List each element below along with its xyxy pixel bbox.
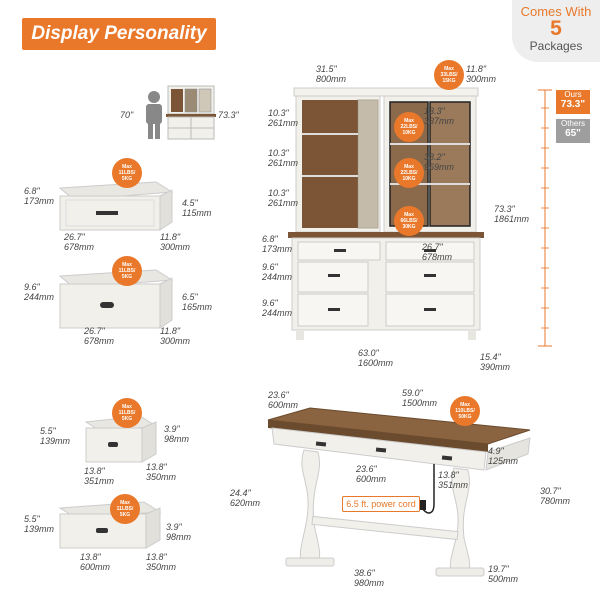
weight-badge-top: Max 33LBS/ 15KG: [434, 60, 464, 90]
height-ours-box: Ours 73.3": [556, 90, 590, 114]
person-icon: [146, 91, 162, 139]
height-others-label: Others: [560, 119, 585, 128]
hutch-right-drawer-width: 26.7"678mm: [422, 242, 453, 262]
height-ours-label: Ours: [564, 90, 582, 99]
table-foot-span: 38.6"980mm: [354, 568, 385, 588]
height-ruler: [538, 89, 552, 347]
weight-badge-shelf: Max 22LBS/ 10KG: [394, 112, 424, 142]
packages-line1: Comes With: [520, 4, 592, 19]
weight-badge-drawer-c: Max 11LBS/ 5KG: [112, 398, 142, 428]
console-table-illustration: [267, 407, 531, 577]
hutch-shelf2: 10.3"261mm: [268, 148, 299, 168]
hutch-total-height: 73.3"1861mm: [494, 204, 530, 224]
hutch-side-depth: 11.8"300mm: [466, 64, 497, 84]
drawer-d-height: 5.5"139mm: [24, 514, 55, 534]
packages-count: 5: [550, 17, 562, 40]
height-others-value: 65": [565, 128, 581, 139]
drawer-a-inner-height: 4.5"115mm: [182, 198, 212, 218]
hutch-shelf1: 10.3"261mm: [268, 108, 299, 128]
drawer-a-depth: 11.8"300mm: [160, 232, 191, 252]
hutch-glass-width: 13.3"337mm: [424, 106, 455, 126]
power-cord-label: 6.5 ft. power cord: [342, 496, 420, 512]
drawer-c-height: 5.5"139mm: [40, 426, 71, 446]
drawer-a-width: 26.7"678mm: [64, 232, 95, 252]
weight-badge-counter: Max 66LBS/ 30KG: [394, 206, 424, 236]
table-foot-depth: 19.7"500mm: [488, 564, 519, 584]
packages-badge: Comes With 5 Packages: [512, 0, 600, 62]
hutch-base-width: 63.0"1600mm: [358, 348, 394, 368]
weight-badge-shelf2: Max 22LBS/ 10KG: [394, 158, 424, 188]
drawer-b-illustration: [58, 269, 174, 329]
height-ours-value: 73.3": [560, 99, 586, 110]
page-title: Display Personality: [22, 18, 216, 50]
drawer-d-width: 13.8"600mm: [80, 552, 111, 572]
packages-line3: Packages: [529, 39, 583, 53]
drawer-a-height: 6.8"173mm: [24, 186, 55, 206]
table-length: 59.0"1500mm: [402, 388, 438, 408]
hutch-drawer-bot: 9.6"244mm: [262, 298, 293, 318]
table-apron: 4.9"125mm: [488, 446, 519, 466]
hutch-drawer-top: 6.8"173mm: [262, 234, 293, 254]
weight-badge-drawer-a: Max 11LBS/ 5KG: [112, 158, 142, 188]
drawer-a-illustration: [58, 181, 174, 231]
drawer-b-depth: 11.8"300mm: [160, 326, 191, 346]
drawer-c-width: 13.8"351mm: [84, 466, 115, 486]
table-depth: 23.6"600mm: [268, 390, 299, 410]
table-center-drawer: 23.6"600mm: [356, 464, 387, 484]
hutch-shelf3: 10.3"261mm: [268, 188, 299, 208]
table-side-drawer: 13.8"351mm: [438, 470, 469, 490]
table-leg-height: 24.4"620mm: [230, 488, 261, 508]
weight-badge-drawer-d: Max 11LBS/ 5KG: [110, 494, 140, 524]
hutch-cabinet-illustration: [288, 87, 484, 340]
drawer-b-width: 26.7"678mm: [84, 326, 115, 346]
weight-badge-table: Max 110LBS/ 50KG: [450, 396, 480, 426]
drawer-d-depth: 13.8"350mm: [146, 552, 177, 572]
person-height-label: 70": [120, 110, 134, 120]
height-others-box: Others 65": [556, 119, 590, 143]
hutch-top-width: 31.5"800mm: [316, 64, 347, 84]
mini-cabinet-icon: [166, 85, 216, 140]
drawer-c-depth: 13.8"350mm: [146, 462, 177, 482]
cabinet-height-label: 73.3": [218, 110, 239, 120]
drawer-b-inner-height: 6.5"165mm: [182, 292, 213, 312]
hutch-glass-height: 38.2"969mm: [424, 152, 455, 172]
hutch-base-depth: 15.4"390mm: [480, 352, 511, 372]
drawer-d-inner-height: 3.9"98mm: [166, 522, 192, 542]
weight-badge-drawer-b: Max 11LBS/ 5KG: [112, 256, 142, 286]
hutch-drawer-mid: 9.6"244mm: [262, 262, 293, 282]
table-total-height: 30.7"780mm: [540, 486, 571, 506]
drawer-c-inner-height: 3.9"98mm: [164, 424, 190, 444]
drawer-b-height: 9.6"244mm: [24, 282, 55, 302]
